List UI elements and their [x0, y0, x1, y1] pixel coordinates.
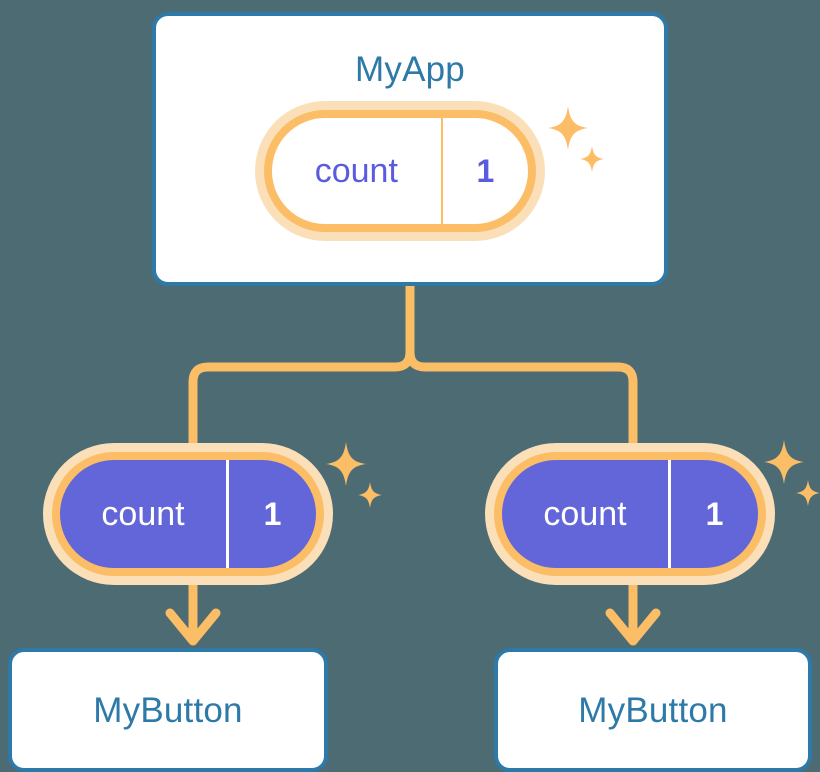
state-pill-child-right[interactable]: count 1	[494, 452, 766, 576]
state-pill-child-left[interactable]: count 1	[52, 452, 324, 576]
down-arrow-icon	[605, 573, 661, 646]
branch-connector-icon	[188, 281, 638, 475]
state-key: count	[314, 152, 398, 190]
sparkle-icon	[326, 442, 382, 508]
state-value: 1	[440, 118, 528, 224]
component-label: MyButton	[578, 690, 728, 730]
state-pill-myapp[interactable]: count 1	[264, 110, 536, 232]
state-key: count	[101, 495, 185, 533]
state-pill[interactable]: count 1	[494, 452, 766, 576]
component-card-mybutton-right[interactable]: MyButton	[494, 648, 812, 772]
page-title: MyApp	[355, 50, 465, 89]
state-key: count	[543, 495, 627, 533]
down-arrow-icon	[165, 573, 221, 646]
state-value: 1	[668, 460, 758, 568]
sparkle-icon	[764, 440, 820, 506]
state-pill[interactable]: count 1	[264, 110, 536, 232]
component-card-mybutton-left[interactable]: MyButton	[8, 648, 328, 772]
component-label: MyButton	[93, 690, 243, 730]
state-value: 1	[226, 460, 316, 568]
state-pill[interactable]: count 1	[52, 452, 324, 576]
